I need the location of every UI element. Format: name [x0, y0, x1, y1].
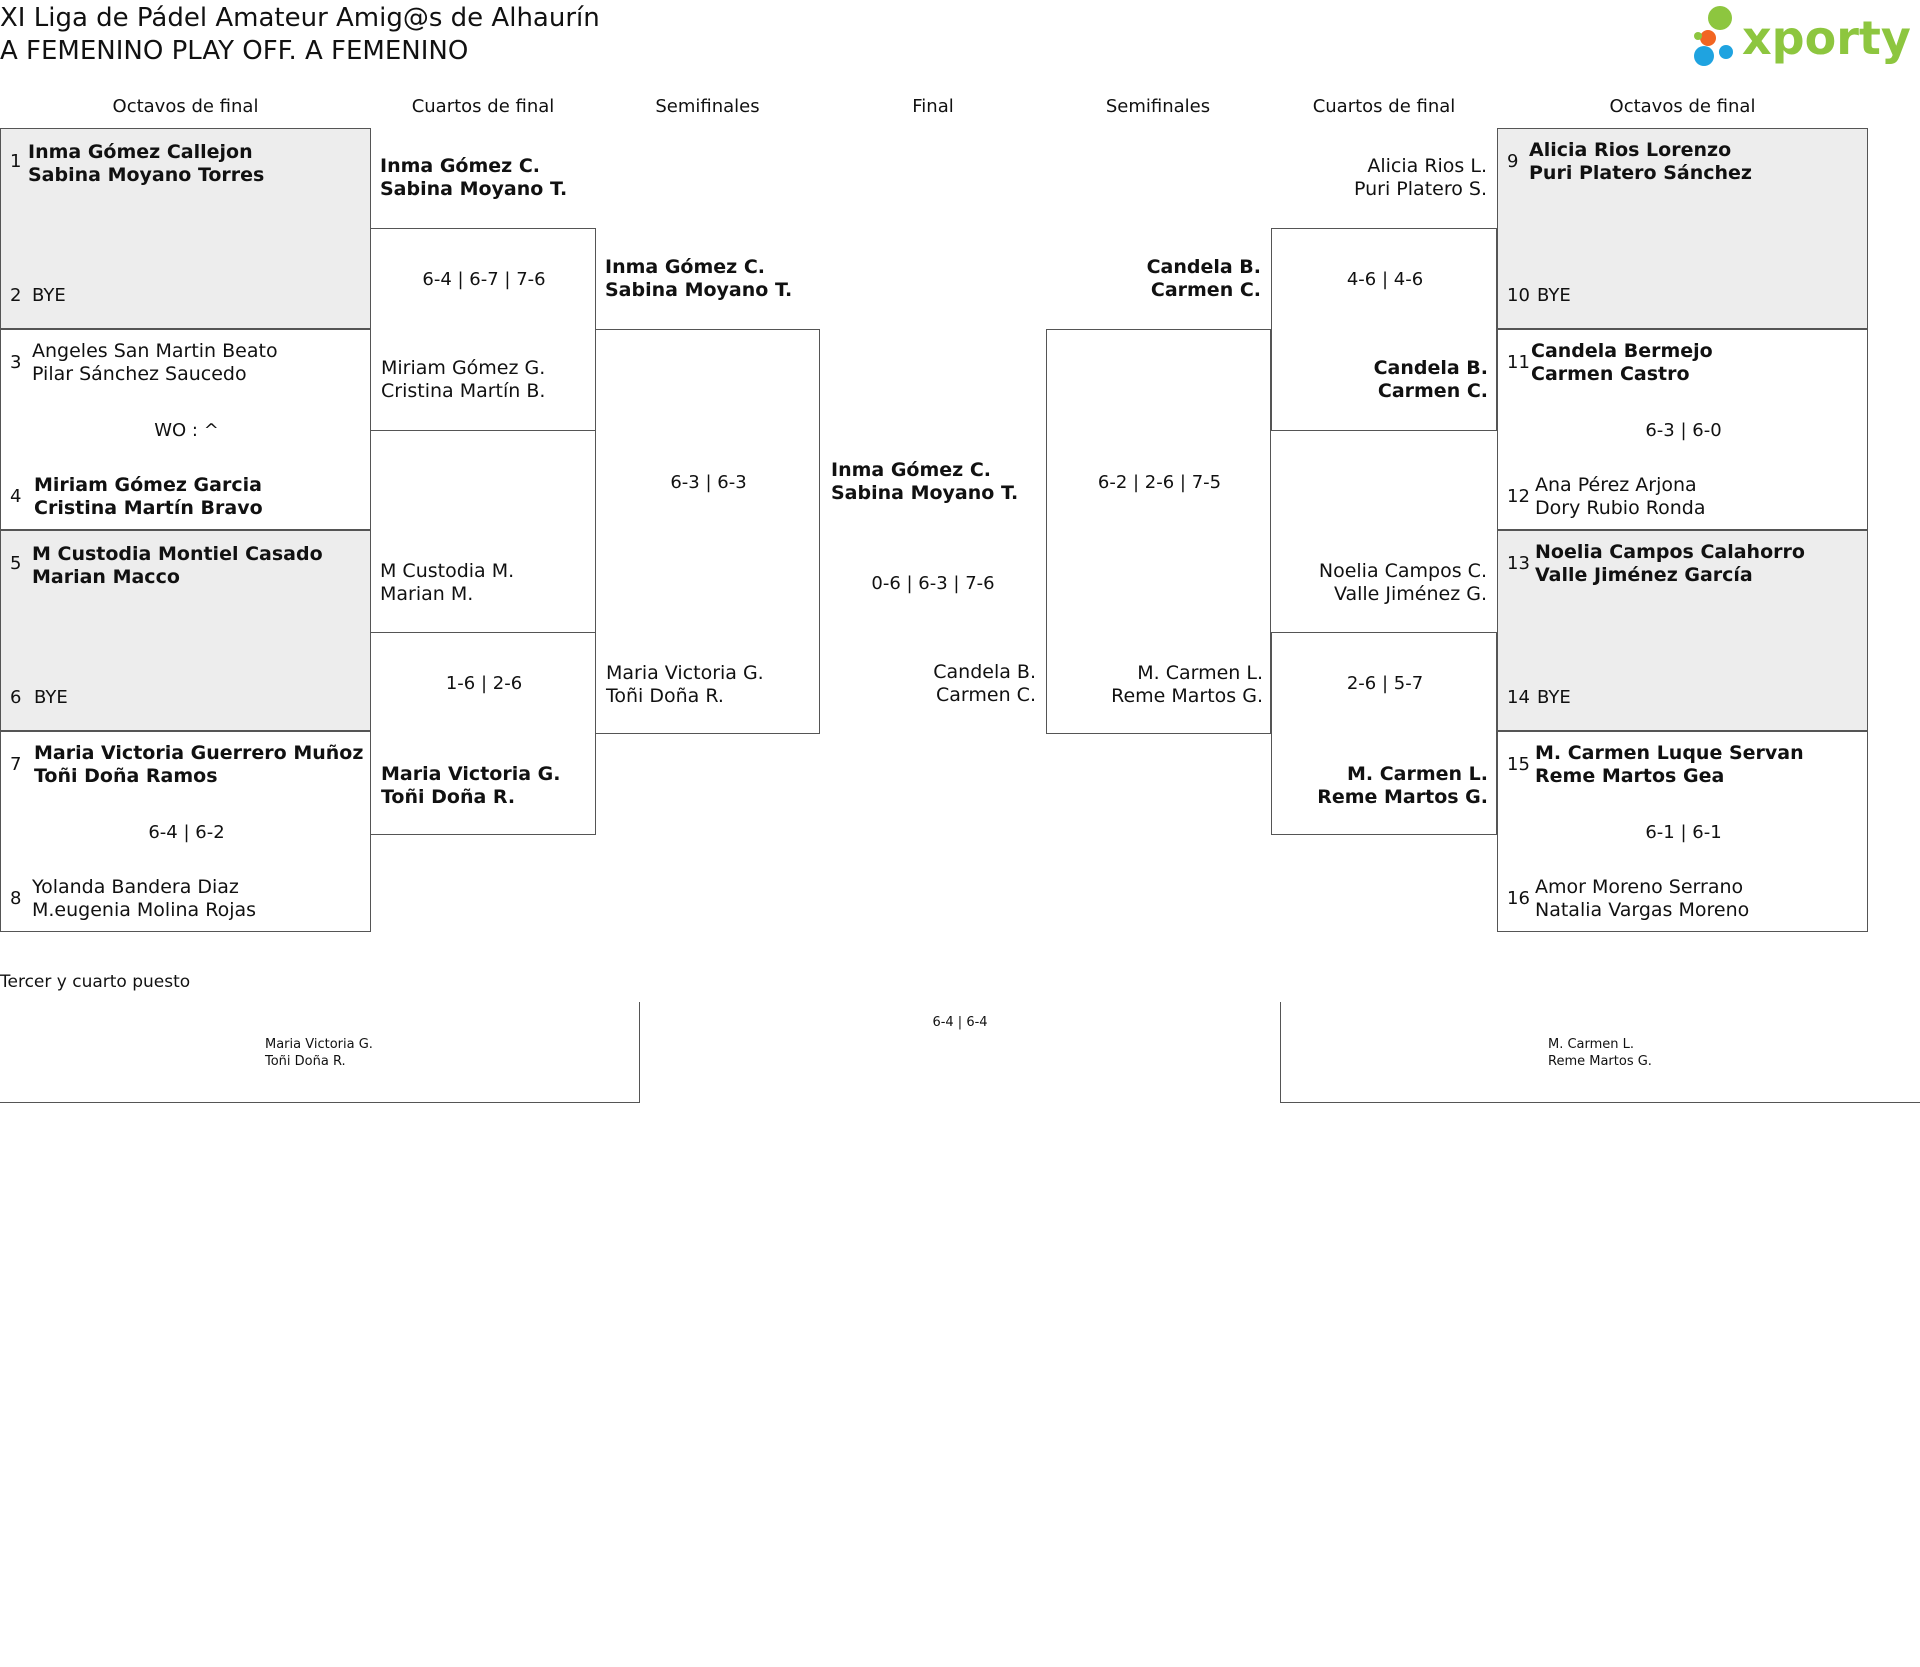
- qf4-team-b: M. Carmen L.Reme Martos G.: [1317, 763, 1488, 808]
- qf1-team-b: Miriam Gómez G.Cristina Martín B.: [381, 357, 546, 402]
- final-team-b: Candela B.Carmen C.: [933, 661, 1036, 706]
- round-sf-right: Semifinales: [1105, 96, 1211, 117]
- match-qf-3[interactable]: 4-6 | 4-6 Candela B.Carmen C.: [1271, 228, 1497, 431]
- seed: 14: [1507, 687, 1530, 708]
- match-score: 6-4 | 6-2: [148, 822, 225, 843]
- sf2-team-b: M. Carmen L.Reme Martos G.: [1111, 662, 1263, 707]
- seed: 7: [10, 754, 22, 775]
- round-sf-left: Semifinales: [655, 96, 760, 117]
- sf2-team-a: Candela B.Carmen C.: [1146, 256, 1261, 301]
- third-place-title: Tercer y cuarto puesto: [0, 972, 191, 992]
- bye-label: BYE: [32, 285, 66, 306]
- seed: 6: [10, 687, 22, 708]
- third-place-left[interactable]: Maria Victoria G.Toñi Doña R.: [0, 1002, 640, 1103]
- seed: 16: [1507, 888, 1530, 909]
- seed: 2: [10, 285, 22, 306]
- third-team-b: M. Carmen L.Reme Martos G.: [1548, 1037, 1652, 1069]
- bye-label: BYE: [1537, 687, 1571, 708]
- match-score: 6-2 | 2-6 | 7-5: [1097, 472, 1222, 493]
- seed: 8: [10, 888, 22, 909]
- qf1-team-a: Inma Gómez C.Sabina Moyano T.: [380, 155, 568, 200]
- bye-label: BYE: [34, 687, 68, 708]
- qf3-team-b: Candela B.Carmen C.: [1373, 357, 1488, 402]
- seed: 9: [1507, 151, 1519, 172]
- match-score: 6-4 | 6-7 | 7-6: [422, 269, 546, 290]
- xporty-logo[interactable]: xporty: [1694, 4, 1920, 68]
- bye-label: BYE: [1537, 285, 1571, 306]
- seed: 13: [1507, 553, 1530, 574]
- seed: 15: [1507, 754, 1530, 775]
- match-score: 1-6 | 2-6: [445, 673, 523, 694]
- seed: 3: [10, 352, 22, 373]
- match-score: 4-6 | 4-6: [1346, 269, 1424, 290]
- match-qf-4[interactable]: 2-6 | 5-7 M. Carmen L.Reme Martos G.: [1271, 632, 1497, 835]
- match-score: WO : ^: [154, 420, 219, 441]
- match-sf-1[interactable]: 6-3 | 6-3 Maria Victoria G.Toñi Doña R.: [595, 329, 820, 734]
- seed: 1: [10, 151, 22, 172]
- match-qf-1[interactable]: 6-4 | 6-7 | 7-6 Miriam Gómez G.Cristina …: [370, 228, 596, 431]
- sf1-team-b: Maria Victoria G.Toñi Doña R.: [606, 662, 764, 707]
- match-score: 6-3 | 6-3: [670, 472, 747, 493]
- round-r16-right: Octavos de final: [1609, 96, 1756, 117]
- match-score: 6-1 | 6-1: [1645, 822, 1722, 843]
- round-qf-left: Cuartos de final: [411, 96, 555, 117]
- round-r16-left: Octavos de final: [112, 96, 259, 117]
- sf1-team-a: Inma Gómez C.Sabina Moyano T.: [605, 256, 793, 301]
- qf2-team-a: M Custodia M.Marian M.: [380, 560, 515, 605]
- qf2-team-b: Maria Victoria G.Toñi Doña R.: [381, 763, 561, 808]
- round-final: Final: [912, 96, 954, 117]
- match-score: 6-3 | 6-0: [1645, 420, 1722, 441]
- match-qf-2[interactable]: 1-6 | 2-6 Maria Victoria G.Toñi Doña R.: [370, 632, 596, 835]
- third-place-right[interactable]: M. Carmen L.Reme Martos G.: [1280, 1002, 1920, 1103]
- logo-text: xporty: [1742, 11, 1911, 65]
- match-score: 2-6 | 5-7: [1346, 673, 1424, 694]
- page-title: XI Liga de Pádel Amateur Amig@s de Alhau…: [0, 3, 600, 33]
- round-qf-right: Cuartos de final: [1312, 96, 1456, 117]
- third-team-a: Maria Victoria G.Toñi Doña R.: [265, 1037, 373, 1069]
- match-sf-2[interactable]: 6-2 | 2-6 | 7-5 M. Carmen L.Reme Martos …: [1046, 329, 1271, 734]
- seed: 5: [10, 553, 22, 574]
- qf4-team-a: Noelia Campos C.Valle Jiménez G.: [1318, 560, 1487, 605]
- final-team-a: Inma Gómez C.Sabina Moyano T.: [831, 459, 1019, 504]
- final-score: 0-6 | 6-3 | 7-6: [871, 573, 995, 594]
- seed: 11: [1507, 352, 1530, 373]
- seed: 4: [10, 486, 22, 507]
- seed: 10: [1507, 285, 1530, 306]
- seed: 12: [1507, 486, 1530, 507]
- xporty-logo-icon: xporty: [1694, 6, 1911, 66]
- page-subtitle: A FEMENINO PLAY OFF. A FEMENINO: [0, 36, 469, 66]
- qf3-team-a: Alicia Rios L.Puri Platero S.: [1354, 155, 1487, 200]
- third-place-score: 6-4 | 6-4: [932, 1015, 988, 1030]
